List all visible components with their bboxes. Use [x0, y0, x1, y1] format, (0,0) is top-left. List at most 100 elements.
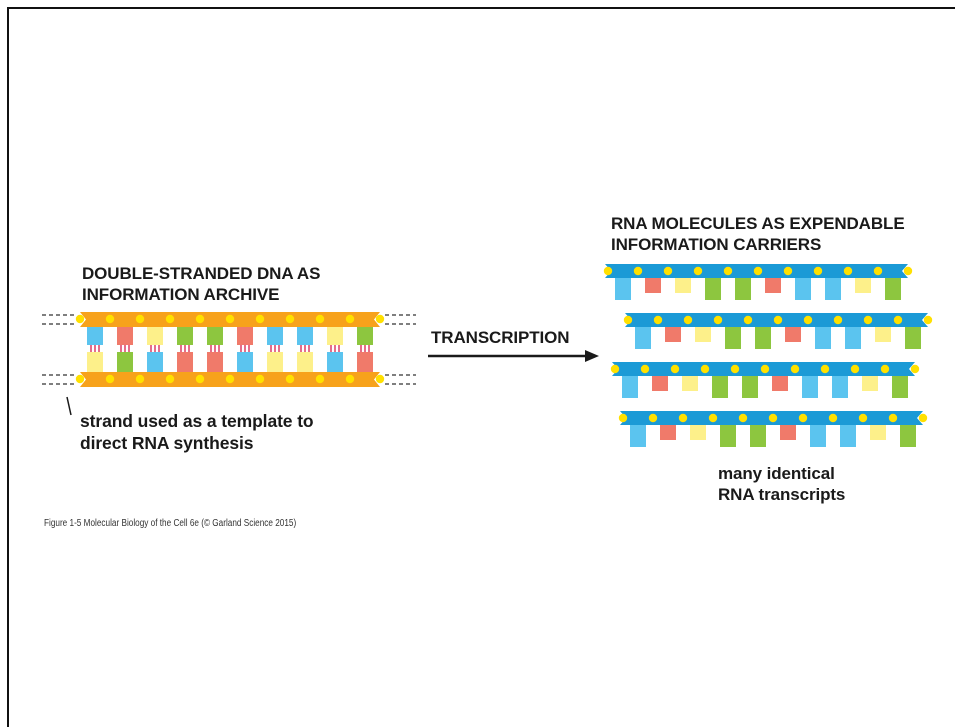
phosphate-dot: [753, 266, 763, 276]
rna-base: [832, 376, 848, 398]
rna-base: [862, 376, 878, 391]
phosphate-dot: [633, 266, 643, 276]
phosphate-dot: [105, 374, 115, 384]
phosphate-dot: [798, 413, 808, 423]
phosphate-dot: [195, 314, 205, 324]
phosphate-dot: [165, 374, 175, 384]
phosphate-dot: [195, 374, 205, 384]
dna-base-bottom: [177, 352, 193, 372]
dna-base-top: [87, 327, 103, 345]
rna-base: [900, 425, 916, 447]
dna-base-top: [267, 327, 283, 345]
strand-note-line-1: strand used as a template to: [80, 411, 314, 431]
phosphate-dot: [623, 315, 633, 325]
rna-caption-line-2: RNA transcripts: [718, 485, 846, 504]
rna-base: [735, 278, 751, 300]
rna-base: [742, 376, 758, 398]
phosphate-dot: [640, 364, 650, 374]
phosphate-dot: [255, 374, 265, 384]
transcription-arrow: [428, 350, 599, 362]
rna-base: [630, 425, 646, 447]
phosphate-dot: [923, 315, 933, 325]
rna-base: [825, 278, 841, 300]
dna-base-top: [147, 327, 163, 345]
double-stranded-dna: [42, 312, 416, 387]
phosphate-dot: [653, 315, 663, 325]
dna-base-bottom: [87, 352, 103, 372]
dna-base-bottom: [207, 352, 223, 372]
phosphate-dot: [105, 314, 115, 324]
phosphate-dot: [700, 364, 710, 374]
rna-base: [765, 278, 781, 293]
dna-base-top: [177, 327, 193, 345]
rna-base: [772, 376, 788, 391]
rna-carriers-title: RNA MOLECULES AS EXPENDABLE INFORMATION …: [611, 213, 905, 255]
rna-base: [845, 327, 861, 349]
rna-base: [780, 425, 796, 440]
rna-transcript: [618, 411, 928, 447]
rna-base: [690, 425, 706, 440]
rna-base: [840, 425, 856, 447]
rna-transcripts-caption: many identical RNA transcripts: [718, 463, 845, 505]
rna-base: [695, 327, 711, 342]
strand-note-line-2: direct RNA synthesis: [80, 433, 254, 453]
phosphate-dot: [678, 413, 688, 423]
phosphate-dot: [225, 314, 235, 324]
rna-base: [750, 425, 766, 447]
transcription-label: TRANSCRIPTION: [431, 328, 570, 347]
template-strand-pointer: [66, 396, 72, 416]
phosphate-dot: [285, 314, 295, 324]
rna-base: [675, 278, 691, 293]
phosphate-dot: [863, 315, 873, 325]
arrow-head: [585, 350, 599, 362]
phosphate-dot: [713, 315, 723, 325]
rna-base: [905, 327, 921, 349]
rna-transcripts: [603, 264, 933, 447]
rna-base: [855, 278, 871, 293]
rna-title-line-2: INFORMATION CARRIERS: [611, 235, 822, 254]
phosphate-dot: [723, 266, 733, 276]
rna-base: [725, 327, 741, 349]
rna-base: [635, 327, 651, 349]
phosphate-dot: [618, 413, 628, 423]
rna-base: [652, 376, 668, 391]
phosphate-dot: [888, 413, 898, 423]
slide-frame: [7, 7, 955, 727]
rna-base: [870, 425, 886, 440]
rna-transcript: [610, 362, 920, 398]
phosphate-dot: [708, 413, 718, 423]
dna-base-top: [207, 327, 223, 345]
dna-base-bottom: [327, 352, 343, 372]
rna-title-line-1: RNA MOLECULES AS EXPENDABLE: [611, 214, 905, 233]
dna-title-line-2: INFORMATION ARCHIVE: [82, 285, 280, 304]
phosphate-dot: [918, 413, 928, 423]
rna-base: [885, 278, 901, 300]
phosphate-dot: [858, 413, 868, 423]
dna-base-top: [117, 327, 133, 345]
rna-transcript: [603, 264, 913, 300]
rna-base: [810, 425, 826, 447]
dna-archive-title: DOUBLE-STRANDED DNA AS INFORMATION ARCHI…: [82, 263, 320, 305]
figure-caption: Figure 1-5 Molecular Biology of the Cell…: [44, 518, 297, 529]
phosphate-dot: [783, 266, 793, 276]
phosphate-dot: [843, 266, 853, 276]
rna-base: [875, 327, 891, 342]
phosphate-dot: [648, 413, 658, 423]
rna-base: [815, 327, 831, 349]
phosphate-dot: [315, 374, 325, 384]
phosphate-dot: [255, 314, 265, 324]
phosphate-dot: [910, 364, 920, 374]
rna-base: [802, 376, 818, 398]
phosphate-dot: [893, 315, 903, 325]
rna-base: [682, 376, 698, 391]
phosphate-dot: [803, 315, 813, 325]
phosphate-dot: [768, 413, 778, 423]
phosphate-dot: [345, 374, 355, 384]
phosphate-dot: [683, 315, 693, 325]
phosphate-dot: [820, 364, 830, 374]
dna-base-bottom: [117, 352, 133, 372]
rna-base: [660, 425, 676, 440]
dna-base-top: [237, 327, 253, 345]
phosphate-dot: [743, 315, 753, 325]
